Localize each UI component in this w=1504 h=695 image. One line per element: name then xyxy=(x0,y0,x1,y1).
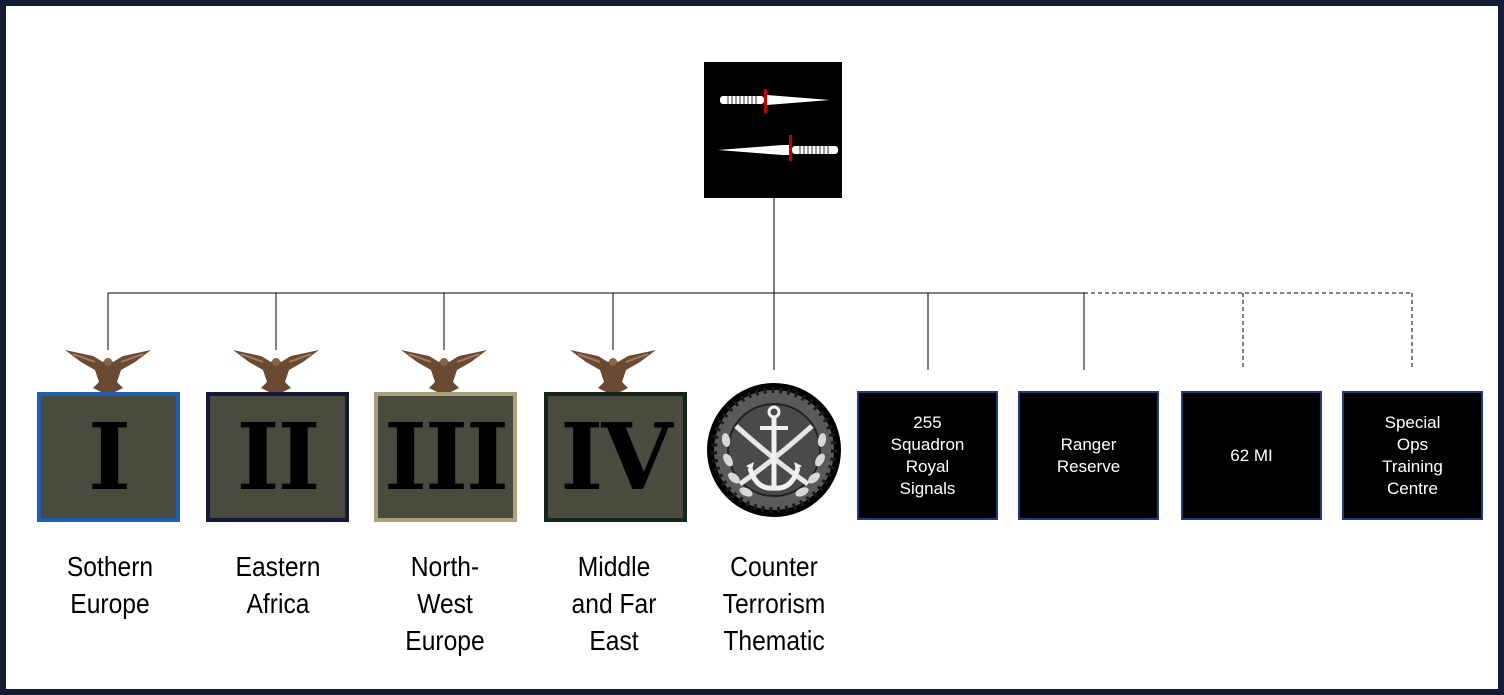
eagle-icon xyxy=(570,350,656,394)
anchor-wreath-emblem xyxy=(707,383,841,517)
dagger-lower-icon xyxy=(718,135,838,161)
region-patch-1: I xyxy=(37,392,180,522)
unit-box-special-ops: Special Ops Training Centre xyxy=(1342,391,1483,520)
unit-box-ranger-reserve: Ranger Reserve xyxy=(1018,391,1159,520)
region-patch-4: IV xyxy=(544,392,687,522)
region-numeral: IV xyxy=(560,403,672,511)
eagle-icon xyxy=(65,350,151,394)
region-numeral: II xyxy=(236,403,320,511)
region-label-2: Eastern Africa xyxy=(235,551,321,619)
dagger-upper-icon xyxy=(720,89,830,113)
region-label-3: North- West Europe xyxy=(405,551,485,656)
region-label-1: Sothern Europe xyxy=(66,551,154,619)
eagle-icon xyxy=(233,350,319,394)
region-patch-2: II xyxy=(206,392,349,522)
region-patch-3: III xyxy=(374,392,517,522)
counter-terrorism-label: Counter Terrorism Thematic xyxy=(722,551,826,656)
unit-box-255-squadron: 255 Squadron Royal Signals xyxy=(857,391,998,520)
region-label-4: Middle and Far East xyxy=(571,551,657,656)
eagle-icon xyxy=(401,350,487,394)
crossed-daggers-emblem xyxy=(704,62,842,198)
region-numeral: III xyxy=(383,403,509,511)
unit-box-62-mi: 62 MI xyxy=(1181,391,1322,520)
region-numeral: I xyxy=(87,403,131,511)
